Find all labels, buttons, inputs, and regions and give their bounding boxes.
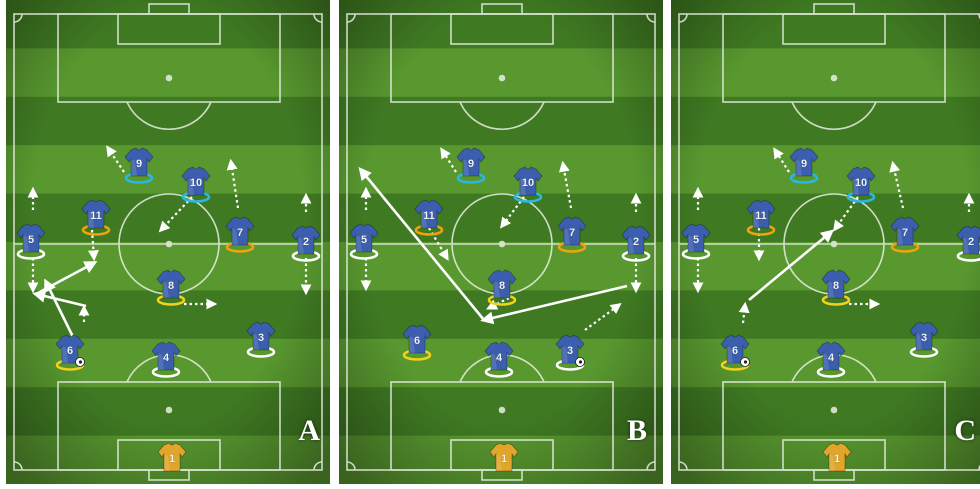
player-number: 11 [423,210,435,222]
top-penalty-spot [167,76,172,81]
player-number: 5 [693,234,699,246]
ball-patch [744,360,747,363]
player-number: 6 [732,345,738,357]
player-number: 10 [190,177,202,189]
player-number: 7 [237,227,243,239]
top-penalty-spot [832,76,837,81]
player-number: 1 [501,453,507,465]
player-number: 10 [855,177,867,189]
pitch-panel-b: 1 2 3 4 5 6 7 8 9 10 11 B [339,0,663,484]
ball-icon [576,358,585,367]
top-penalty-spot [500,76,505,81]
player-number: 9 [801,158,807,170]
grass-vignette [671,0,980,484]
player-number: 5 [28,234,34,246]
centre-spot [167,242,172,247]
player-number: 9 [136,158,142,170]
pitch-c-svg: 1 2 3 4 5 6 7 8 9 10 11 [671,0,980,484]
pitch-panel-a: 1 2 3 4 5 6 7 8 9 10 11 A [6,0,330,484]
panel-label-a: A [298,414,320,448]
player-number: 8 [833,280,839,292]
player-number: 8 [168,280,174,292]
pitch-a-svg: 1 2 3 4 5 6 7 8 9 10 11 [6,0,330,484]
player-number: 5 [361,234,367,246]
ball-patch [579,360,582,363]
player-number: 4 [163,352,170,364]
ball-patch [79,360,82,363]
bottom-penalty-spot [500,408,505,413]
player-number: 10 [522,177,534,189]
panel-label-b: B [627,414,647,448]
pitch-panel-c: 1 2 3 4 5 6 7 8 9 10 11 C [671,0,980,484]
player-number: 6 [67,345,73,357]
player-number: 3 [258,332,264,344]
player-number: 3 [567,345,573,357]
bottom-penalty-spot [167,408,172,413]
player-number: 7 [569,227,575,239]
player-number: 3 [921,332,927,344]
centre-spot [500,242,505,247]
player-number: 2 [968,236,974,248]
player-number: 4 [828,352,835,364]
player-number: 11 [90,210,102,222]
ball-icon [76,358,85,367]
panel-label-c: C [954,414,976,448]
player-number: 6 [414,335,420,347]
bottom-penalty-spot [832,408,837,413]
player-number: 4 [496,352,503,364]
ball-icon [741,358,750,367]
player-number: 1 [834,453,840,465]
player-number: 11 [755,210,767,222]
player-number: 1 [169,453,175,465]
centre-spot [832,242,837,247]
pitch-b-svg: 1 2 3 4 5 6 7 8 9 10 11 [339,0,663,484]
player-number: 2 [303,236,309,248]
player-number: 8 [499,280,505,292]
player-number: 9 [468,158,474,170]
player-number: 7 [902,227,908,239]
player-number: 2 [633,236,639,248]
